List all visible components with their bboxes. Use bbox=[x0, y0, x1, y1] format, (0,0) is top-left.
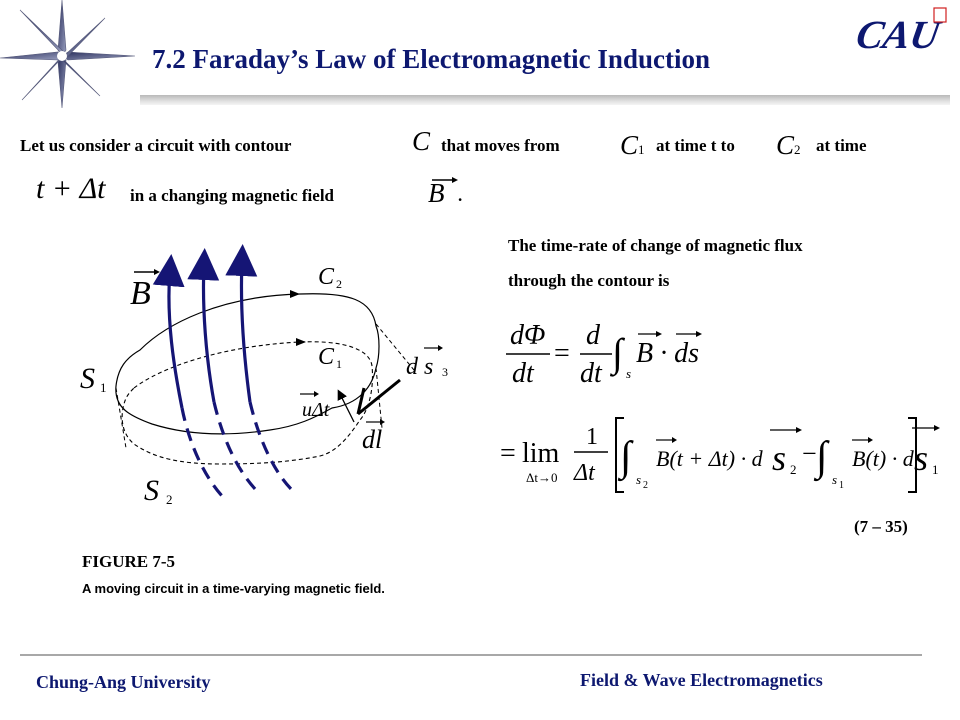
figure-number: FIGURE 7-5 bbox=[82, 552, 176, 571]
intro-text-3: at time t to bbox=[656, 136, 735, 155]
svg-text:uΔt: uΔt bbox=[302, 399, 330, 421]
title-divider bbox=[140, 95, 950, 105]
svg-text:C: C bbox=[318, 264, 335, 290]
svg-text:dl: dl bbox=[362, 425, 382, 454]
intro-text-2: that moves from bbox=[441, 136, 560, 155]
eq-int-sub: s bbox=[626, 366, 631, 381]
logo-text: CAU bbox=[856, 12, 945, 56]
svg-text:B: B bbox=[130, 275, 151, 312]
symbol-c: C bbox=[412, 126, 431, 156]
eq-lhs-den: dt bbox=[512, 358, 535, 389]
eq-lim: lim bbox=[522, 438, 560, 469]
symbol-b-vector: B bbox=[428, 177, 458, 209]
eq-integrand: B · ds bbox=[636, 338, 699, 369]
svg-text:2: 2 bbox=[643, 480, 648, 491]
eq-d: d bbox=[586, 320, 601, 351]
equation-number: (7 – 35) bbox=[854, 517, 908, 536]
page-title: 7.2 Faraday’s Law of Electromagnetic Ind… bbox=[152, 44, 710, 74]
figure-caption: A moving circuit in a time-varying magne… bbox=[82, 581, 385, 596]
svg-text:2: 2 bbox=[336, 277, 342, 291]
right-text-line1: The time-rate of change of magnetic flux bbox=[508, 236, 803, 255]
svg-text:1: 1 bbox=[100, 380, 107, 395]
intro-text-5: in a changing magnetic field bbox=[130, 186, 335, 205]
eq-one: 1 bbox=[586, 424, 598, 450]
svg-text:s: s bbox=[636, 472, 641, 487]
symbol-t-plus-dt: t + Δt bbox=[36, 172, 106, 205]
svg-text:s: s bbox=[832, 472, 837, 487]
svg-text:3: 3 bbox=[442, 365, 448, 379]
svg-text:S: S bbox=[144, 474, 159, 507]
footer-course: Field & Wave Electromagnetics bbox=[580, 670, 823, 690]
svg-text:1: 1 bbox=[336, 357, 342, 371]
intro-text-4: at time bbox=[816, 136, 867, 155]
right-text-line2: through the contour is bbox=[508, 271, 670, 290]
eq-dt: dt bbox=[580, 358, 603, 389]
symbol-c1: C1 bbox=[620, 130, 645, 160]
eq-delta-t: Δt bbox=[573, 460, 596, 486]
symbol-c2: C2 bbox=[776, 130, 801, 160]
figure-moving-circuit: B C 2 C 1 S 1 S 2 d s 3 uΔt dl bbox=[80, 244, 448, 507]
svg-text:=: = bbox=[554, 338, 570, 369]
footer-divider bbox=[20, 654, 922, 656]
eq-s1: s bbox=[914, 438, 928, 478]
svg-text:∫: ∫ bbox=[813, 434, 830, 482]
eq-term1: B(t + Δt) · d bbox=[656, 446, 764, 471]
svg-text:∫: ∫ bbox=[609, 330, 626, 377]
flux-limit-equation: = lim Δt→0 1 Δt ∫ s 2 B(t + Δt) · d s 2 … bbox=[500, 417, 940, 493]
footer-university: Chung-Ang University bbox=[36, 672, 211, 692]
svg-text:C: C bbox=[318, 344, 335, 370]
cau-logo: CAU bbox=[853, 6, 952, 61]
intro-text-6: . bbox=[458, 186, 463, 205]
eq-lhs-num: dΦ bbox=[510, 320, 545, 351]
svg-text:−: − bbox=[802, 439, 817, 468]
eq-s2: s bbox=[772, 438, 786, 478]
star-decoration-icon bbox=[0, 0, 136, 109]
svg-text:∫: ∫ bbox=[617, 434, 634, 482]
eq-s2-sub: 2 bbox=[790, 462, 797, 477]
eq-s1-sub: 1 bbox=[932, 462, 939, 477]
svg-text:1: 1 bbox=[839, 480, 844, 491]
eq-term2: B(t) · d bbox=[852, 446, 915, 471]
svg-text:2: 2 bbox=[166, 492, 173, 507]
flux-equation: dΦ dt = d dt ∫ s B · ds bbox=[506, 320, 702, 389]
svg-text:d s: d s bbox=[406, 354, 433, 380]
intro-text-1: Let us consider a circuit with contour bbox=[20, 136, 292, 155]
svg-text:=: = bbox=[500, 438, 516, 469]
svg-text:S: S bbox=[80, 362, 95, 395]
contour-c1 bbox=[121, 341, 374, 465]
eq-lim-sub: Δt→0 bbox=[526, 470, 557, 485]
